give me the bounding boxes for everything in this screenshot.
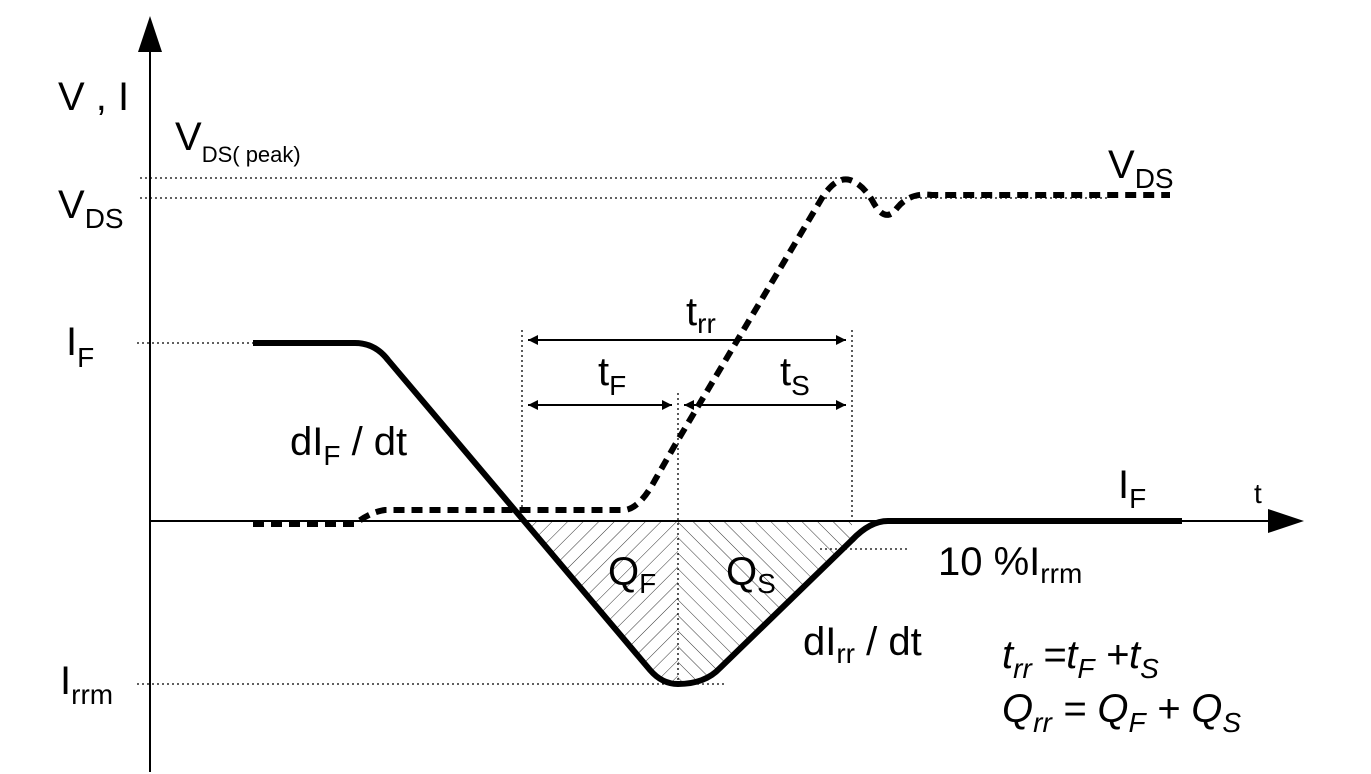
irrm-level-label: Irrm (60, 659, 113, 710)
qs-region (678, 521, 852, 684)
ten-pct-irrm-label: 10 %Irrm (938, 540, 1082, 589)
if-current-curve (253, 340, 1182, 687)
if-level-label: IF (66, 320, 94, 373)
tf-label: tF (598, 350, 626, 401)
if-curve-label: IF (1118, 463, 1146, 514)
qf-label: QF (608, 550, 656, 599)
vds-curve-label: VDS (1108, 143, 1174, 194)
dif-dt-label: dIF / dt (290, 420, 407, 471)
qs-label: QS (726, 550, 776, 599)
vds-peak-label: VDS( peak) (175, 115, 301, 167)
vds-voltage-curve (253, 176, 1170, 527)
trr-equation: trr =tF +tS (1002, 633, 1159, 684)
x-axis-arrow (1268, 509, 1304, 533)
ts-label: tS (780, 350, 810, 401)
vds-level-label: VDS (58, 183, 124, 234)
trr-label: trr (686, 290, 716, 339)
x-axis-label: t (1254, 478, 1262, 509)
y-axis-arrow (138, 16, 162, 52)
qrr-equation: Qrr = QF + QS (1002, 687, 1241, 738)
dirr-dt-label: dIrr / dt (803, 620, 922, 669)
y-axis-label: V , I (58, 75, 129, 119)
